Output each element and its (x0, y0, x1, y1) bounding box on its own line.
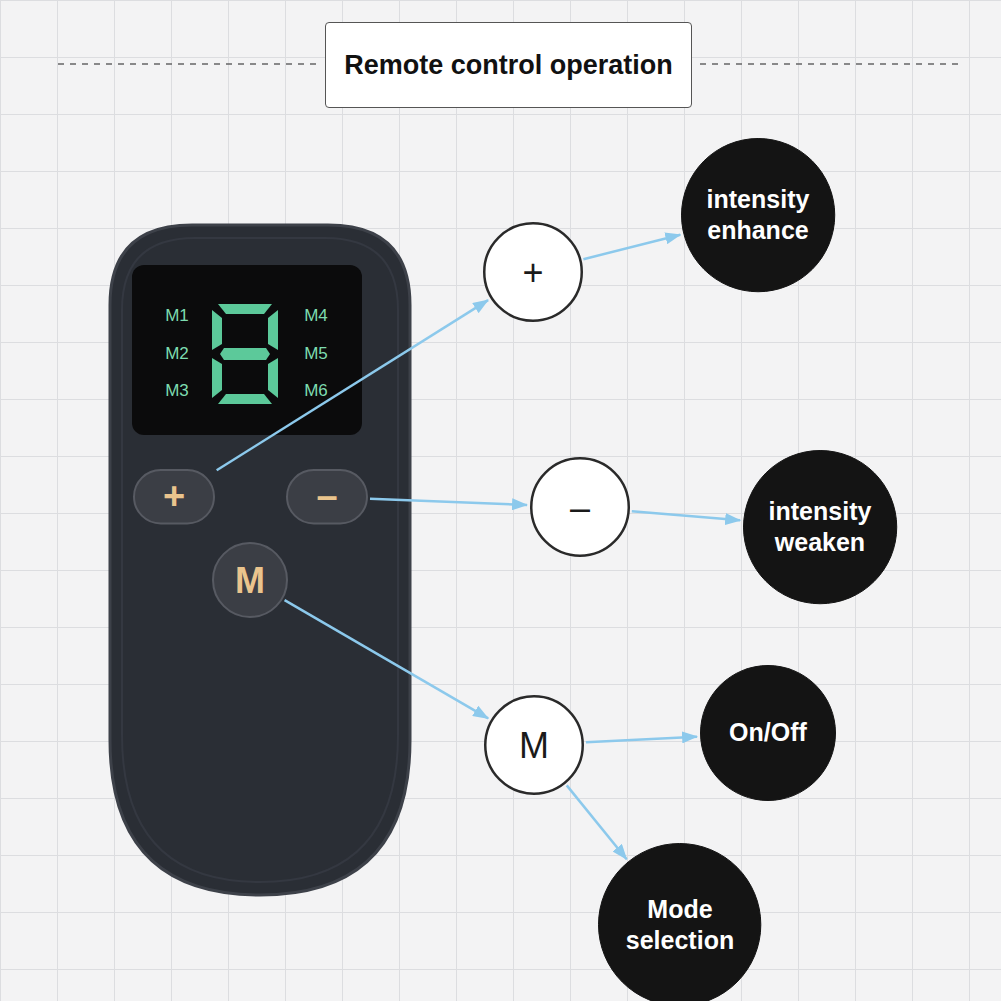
button-circle: – (530, 457, 630, 557)
function-circle: On/Off (700, 665, 836, 801)
mode-indicator: M5 (304, 344, 328, 364)
node-text: + (522, 250, 543, 295)
mode-indicator: M2 (165, 344, 189, 364)
arrow-connector (217, 300, 488, 470)
node-text: + (163, 473, 185, 521)
node-text: intensity weaken (755, 496, 885, 559)
arrow-connector (567, 785, 627, 859)
mode-indicator: M3 (165, 381, 189, 401)
button-circle: + (483, 222, 583, 322)
remote-button: + (133, 469, 215, 525)
button-circle: M (484, 695, 584, 795)
node-text: M (235, 558, 265, 603)
node-text: intensity enhance (693, 184, 823, 247)
mode-indicator: M6 (304, 381, 328, 401)
function-circle: intensity weaken (743, 450, 897, 604)
arrow-connector (632, 511, 740, 520)
circle-outline (743, 450, 897, 604)
remote-bevel (122, 238, 398, 882)
arrow-connector (586, 737, 697, 743)
digit-display (212, 304, 278, 404)
arrow-connector (370, 499, 527, 505)
function-circle: intensity enhance (681, 138, 835, 292)
node-text: On/Off (729, 717, 807, 748)
node-text: – (316, 473, 337, 521)
node-text: – (570, 485, 590, 530)
remote-screen (132, 265, 362, 435)
function-circle: Mode selection (598, 843, 761, 1001)
arrow-connector (285, 600, 489, 718)
mode-indicator: M4 (304, 306, 328, 326)
node-text: Mode selection (610, 894, 750, 957)
remote-button: – (286, 469, 368, 525)
title-rule (58, 63, 318, 65)
node-text: M (519, 723, 549, 768)
mode-indicator: M1 (165, 306, 189, 326)
arrow-connector (583, 235, 680, 260)
circle-outline (681, 138, 835, 292)
remote-button: M (212, 542, 288, 618)
title-box: Remote control operation (325, 22, 692, 108)
title-rule (700, 63, 962, 65)
remote-body (110, 225, 410, 895)
